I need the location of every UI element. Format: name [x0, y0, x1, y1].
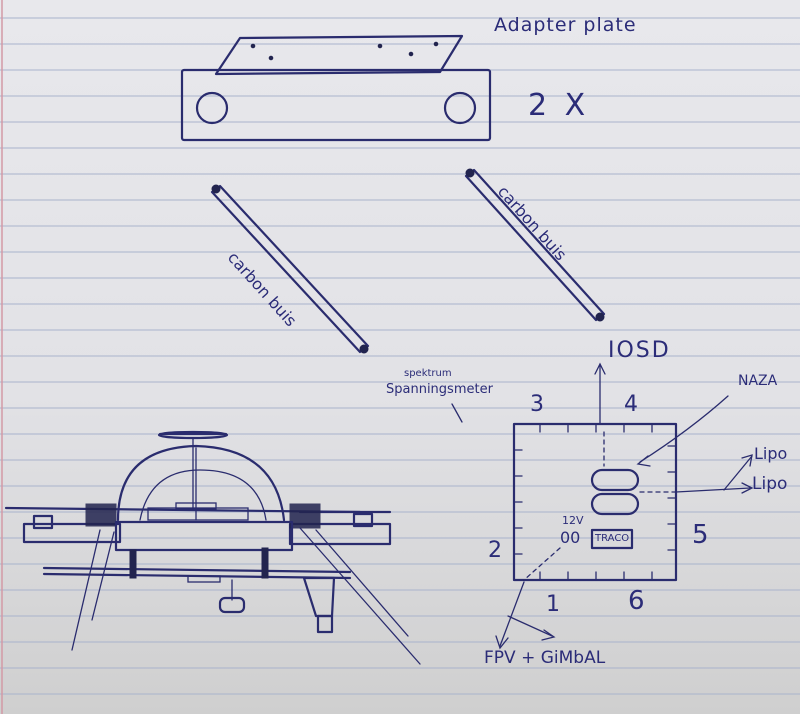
spanningsmeter-label: Spanningsmeter	[386, 382, 493, 397]
iosd-label: IOSD	[608, 338, 671, 363]
twelve-volt-label: 12V	[562, 514, 584, 527]
corner-label-2: 2	[488, 538, 502, 563]
spanningsmeter-pointer	[451, 403, 463, 423]
drone-side-view-drawing	[4, 430, 421, 665]
traco-label: TRACO	[595, 533, 630, 544]
carbon-tube-2-drawing	[464, 168, 606, 322]
adapter-plate-label: Adapter plate	[494, 14, 637, 36]
fpv-gimbal-label: FPV + GiMbAL	[484, 648, 606, 668]
spektrum-label: spektrum	[404, 368, 452, 379]
ruled-lines	[0, 17, 800, 695]
naza-label: NAZA	[738, 373, 778, 389]
corner-label-4: 4	[624, 392, 638, 417]
carbon-tube-1-drawing	[210, 184, 370, 354]
wiring-box-drawing	[495, 362, 754, 650]
corner-label-6: 6	[628, 586, 645, 616]
corner-label-5: 5	[692, 520, 709, 550]
corner-label-3: 3	[530, 392, 544, 417]
lipo-lower-label: Lipo	[752, 474, 788, 494]
corner-label-1: 1	[546, 592, 560, 617]
lipo-upper-label: Lipo	[754, 444, 788, 463]
adapter-plate-drawing	[180, 34, 492, 142]
quantity-label: 2 X	[528, 88, 590, 123]
oo-label: 00	[560, 528, 581, 547]
